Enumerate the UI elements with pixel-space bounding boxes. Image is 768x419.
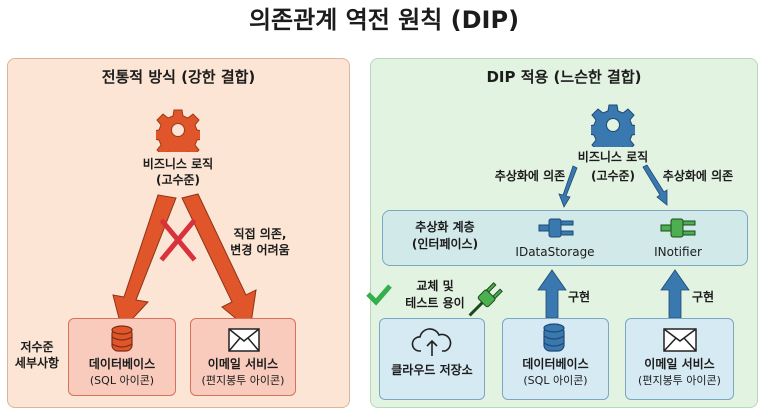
plug-icon-blue [538, 218, 574, 238]
implements-label-2: 구현 [691, 290, 715, 304]
left-logic-level: (고수준) [155, 173, 201, 187]
envelope-icon [663, 328, 697, 352]
cloud-upload-icon [411, 328, 452, 356]
right-heading: DIP 적용 (느슨한 결합) [486, 68, 642, 86]
depend-on-abstraction-left: 추상화에 의존 [494, 169, 566, 183]
left-database-sub: (SQL 아이콘) [89, 374, 155, 387]
depend-on-abstraction-right: 추상화에 의존 [662, 169, 734, 183]
cloud-storage-name: 클라우드 저장소 [391, 363, 473, 377]
right-logic-level: (고수준) [590, 169, 636, 183]
left-database-name: 데이터베이스 [88, 357, 156, 371]
swap-plug-icon [468, 282, 503, 317]
implements-label-1: 구현 [567, 290, 591, 304]
gear-icon [156, 109, 200, 152]
arrow-to-database [112, 194, 177, 332]
right-logic-name: 비즈니스 로직 [577, 150, 649, 164]
left-heading: 전통적 방식 (강한 결합) [101, 68, 256, 86]
left-email-name: 이메일 서비스 [207, 357, 279, 371]
arrow-to-email [181, 193, 257, 331]
plug-icon-green [660, 218, 696, 238]
cloud-storage-box [379, 318, 485, 400]
abstraction-layer-sub: (인터페이스) [411, 237, 479, 251]
check-icon [366, 284, 392, 306]
inotifier-label: INotifier [654, 245, 702, 259]
left-logic-name: 비즈니스 로직 [142, 157, 214, 171]
implements-arrow-1 [537, 269, 567, 319]
gear-icon [591, 104, 635, 147]
arrow-to-inotifier [642, 164, 668, 206]
swap-note-1: 교체 및 [416, 279, 454, 293]
implements-arrow-2 [660, 269, 690, 319]
left-email-sub: (편지봉투 아이콘) [201, 374, 285, 387]
left-database-box [68, 318, 176, 396]
abstraction-layer [382, 210, 748, 266]
database-icon [111, 325, 133, 352]
arrow-to-idatastorage [558, 165, 578, 208]
right-email-name: 이메일 서비스 [644, 357, 715, 371]
cross-icon [159, 218, 197, 262]
abstraction-layer-name: 추상화 계층 [415, 220, 475, 234]
right-database-name: 데이터베이스 [522, 357, 589, 371]
low-level-label-2: 세부사항 [14, 356, 60, 370]
idatastorage-label: IDataStorage [515, 245, 595, 259]
database-icon [543, 323, 565, 352]
low-level-label-1: 저수준 [20, 340, 54, 354]
direct-dependency-note-1: 직접 의존, [233, 227, 287, 241]
envelope-icon [228, 328, 260, 352]
page-title: 의존관계 역전 원칙 (DIP) [248, 6, 520, 34]
right-email-sub: (편지봉투 아이콘) [638, 374, 721, 387]
swap-note-2: 테스트 용이 [405, 296, 465, 310]
right-database-sub: (SQL 아이콘) [523, 374, 588, 387]
direct-dependency-note-2: 변경 어려움 [230, 243, 290, 257]
direct-dependency-arrows [112, 193, 257, 332]
